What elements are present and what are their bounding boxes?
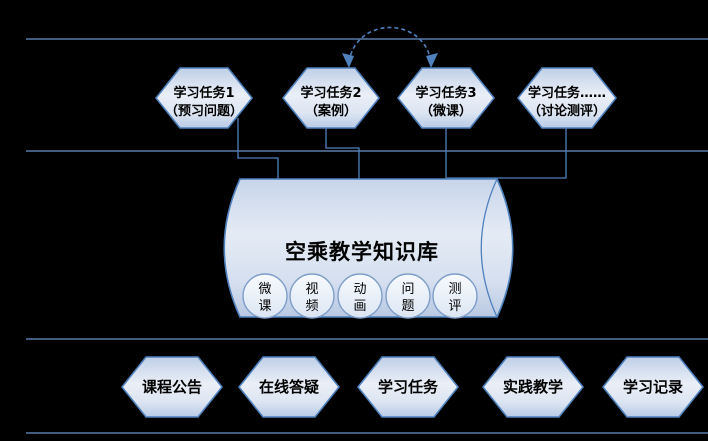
task-hexagon-2-line1: 学习任务2 xyxy=(300,85,361,101)
knowledge-base-cylinder: 空乘教学知识库 微 课 视 频 动 画 问 题 测 评 xyxy=(223,178,514,319)
task-hexagon-2: 学习任务2 （案例） xyxy=(281,67,381,129)
connector-task2 xyxy=(325,123,360,181)
knowledge-base-title: 空乘教学知识库 xyxy=(285,240,439,264)
task-hexagon-4-line2: （讨论测评） xyxy=(528,103,606,119)
task-hexagon-4-line1: 学习任务…… xyxy=(528,85,606,101)
lane-lines xyxy=(26,38,708,434)
task-hexagon-1-shape xyxy=(154,67,254,129)
arrowhead-left-icon xyxy=(342,53,354,68)
task-hexagon-3: 学习任务3 （微课） xyxy=(396,67,496,129)
bottom-hexagon-1: 课程公告 xyxy=(120,356,224,418)
loop-arrow xyxy=(342,26,438,68)
resource-circle-3-shape xyxy=(337,273,383,319)
resource-3-char2: 画 xyxy=(353,299,366,314)
connector-task4 xyxy=(447,128,567,179)
resource-1-char1: 微 xyxy=(258,282,271,297)
task-hexagon-1: 学习任务1 （预习问题） xyxy=(154,67,254,129)
bottom-hexagon-3-shape xyxy=(356,356,460,418)
bottom-hexagon-5-shape xyxy=(601,356,705,418)
resource-5-char1: 测 xyxy=(448,282,461,297)
bottom-hexagon-2-shape xyxy=(237,356,341,418)
task-hexagon-2-line2: （案例） xyxy=(305,103,357,119)
bottom-hexagon-1-label: 课程公告 xyxy=(142,378,202,396)
task-hexagon-1-line1: 学习任务1 xyxy=(173,85,234,101)
connectors xyxy=(237,118,567,181)
task-hexagon-2-shape xyxy=(281,67,381,129)
resource-circle-1-shape xyxy=(242,273,288,319)
task-hexagon-4-shape xyxy=(516,67,618,129)
resource-circle-1: 微 课 xyxy=(242,273,288,319)
connector-task1 xyxy=(237,118,279,181)
task-hexagon-1-line2: （预习问题） xyxy=(165,103,243,119)
resource-circle-4: 问 题 xyxy=(385,273,431,319)
resource-2-char1: 视 xyxy=(305,282,318,297)
bottom-hexagon-4: 实践教学 xyxy=(481,356,585,418)
bottom-hexagon-3-label: 学习任务 xyxy=(378,378,439,396)
resource-circle-2: 视 频 xyxy=(289,273,335,319)
resource-4-char2: 题 xyxy=(401,299,414,314)
bottom-hexagon-5: 学习记录 xyxy=(601,356,705,418)
bottom-hexagon-4-shape xyxy=(481,356,585,418)
bottom-hexagon-5-label: 学习记录 xyxy=(623,378,683,396)
bottom-hexagon-1-shape xyxy=(120,356,224,418)
resource-circle-2-shape xyxy=(289,273,335,319)
bottom-hexagon-2: 在线答疑 xyxy=(237,356,341,418)
resource-circle-5: 测 评 xyxy=(432,273,478,319)
resource-circle-4-shape xyxy=(385,273,431,319)
task-hexagon-3-shape xyxy=(396,67,496,129)
resource-2-char2: 频 xyxy=(305,299,318,314)
task-hexagon-3-line1: 学习任务3 xyxy=(415,85,476,101)
resource-4-char1: 问 xyxy=(401,282,414,297)
bottom-hexagon-2-label: 在线答疑 xyxy=(259,378,319,396)
resource-circle-5-shape xyxy=(432,273,478,319)
dashed-arc xyxy=(348,26,432,63)
cylinder-cap-seam xyxy=(480,178,498,318)
arrowhead-right-icon xyxy=(426,53,438,68)
task-hexagon-4: 学习任务…… （讨论测评） xyxy=(516,67,618,129)
resource-5-char2: 评 xyxy=(448,299,461,314)
resource-3-char1: 动 xyxy=(353,282,366,297)
task-hexagon-3-line2: （微课） xyxy=(420,103,472,119)
resource-circle-3: 动 画 xyxy=(337,273,383,319)
bottom-hexagon-3: 学习任务 xyxy=(356,356,460,418)
bottom-hexagon-4-label: 实践教学 xyxy=(503,378,563,396)
resource-1-char2: 课 xyxy=(258,299,271,314)
